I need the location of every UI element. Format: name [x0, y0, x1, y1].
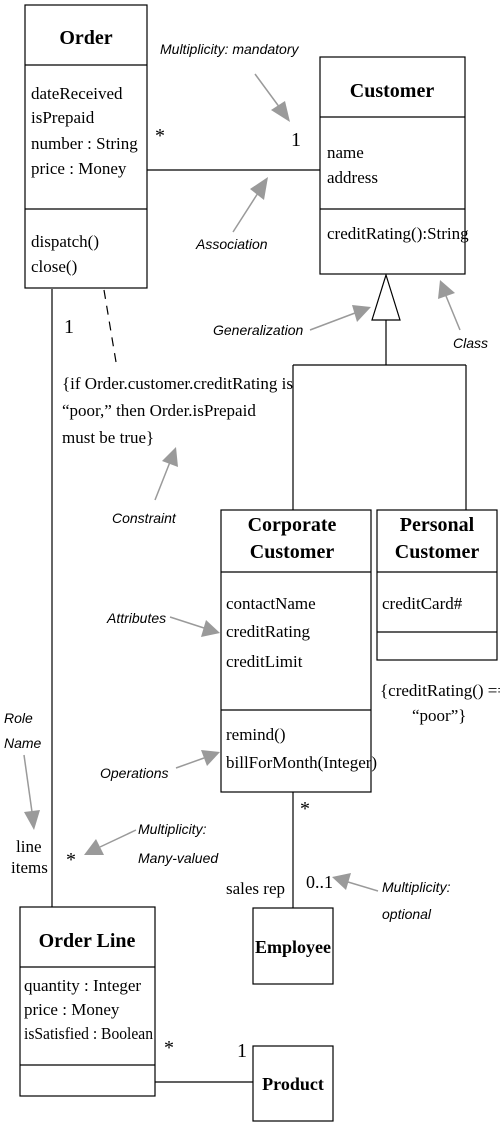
annotation-operations: Operations [100, 765, 168, 781]
class-order-attribute: price : Money [31, 159, 127, 178]
class-order-line-attribute: price : Money [24, 1000, 120, 1019]
class-customer-name: Customer [350, 80, 435, 102]
class-customer-attribute: name [327, 143, 364, 162]
class-personal-customer-name: Personal [400, 514, 475, 536]
multiplicity-orderline-product-product-end: 1 [237, 1040, 247, 1062]
annotation-pointer-constraint [154, 447, 178, 501]
annotation-constraint: Constraint [112, 510, 177, 526]
class-product[interactable]: Product [252, 1045, 334, 1122]
multiplicity-order-customer-order-end: * [155, 125, 165, 147]
class-employee[interactable]: Employee [252, 907, 334, 985]
annotation-role-name: Role [4, 710, 33, 726]
class-customer[interactable]: Customer name address creditRating():Str… [319, 56, 469, 275]
class-order-attribute: dateReceived [31, 84, 123, 103]
annotation-generalization: Generalization [213, 322, 303, 338]
class-order-attribute: number : String [31, 134, 138, 153]
annotation-role-name: Name [4, 735, 42, 751]
role-name-line-items: line [16, 837, 42, 856]
annotation-pointer-role-name [23, 754, 40, 830]
class-order-operation: close() [31, 257, 77, 276]
class-corporate-customer-attribute: creditRating [226, 622, 311, 641]
class-corporate-customer-attribute: contactName [226, 594, 316, 613]
multiplicity-order-customer-customer-end: 1 [291, 129, 301, 151]
class-customer-operation: creditRating():String [327, 224, 469, 243]
annotation-multiplicity-optional: optional [382, 906, 432, 922]
annotation-attributes: Attributes [106, 610, 166, 626]
constraint-order-text: must be true} [62, 428, 154, 447]
annotation-pointer-attributes [169, 616, 220, 637]
constraint-order-text: “poor,” then Order.isPrepaid [62, 401, 256, 420]
class-order-line[interactable]: Order Line quantity : Integer price : Mo… [19, 906, 156, 1097]
annotation-multiplicity-optional: Multiplicity: [382, 879, 451, 895]
annotation-pointer-multiplicity-mandatory [254, 73, 290, 122]
class-order-line-name: Order Line [39, 930, 136, 952]
annotation-association: Association [195, 236, 268, 252]
class-order-name: Order [59, 27, 112, 49]
class-order-line-attribute: isSatisfied : Boolean [24, 1024, 153, 1043]
multiplicity-corporate-employee-employee-end: 0..1 [306, 872, 333, 892]
class-employee-name: Employee [255, 937, 331, 957]
class-product-name: Product [262, 1074, 324, 1094]
annotation-pointer-multiplicity-optional [332, 873, 379, 892]
class-corporate-customer-name: Customer [250, 541, 335, 563]
generalization-connector [292, 318, 467, 510]
class-order-line-attribute: quantity : Integer [24, 976, 141, 995]
annotation-multiplicity-many: Multiplicity: [138, 821, 207, 837]
multiplicity-corporate-employee-corporate-end: * [300, 798, 310, 820]
class-corporate-customer-operation: billForMonth(Integer) [226, 753, 377, 772]
class-personal-customer[interactable]: Personal Customer creditCard# [376, 509, 498, 661]
annotation-pointer-generalization [309, 305, 371, 331]
role-name-sales-rep: sales rep [226, 879, 285, 898]
class-personal-customer-attribute: creditCard# [382, 594, 463, 613]
multiplicity-order-orderline-order-end: 1 [64, 316, 74, 338]
annotation-multiplicity-many: Many-valued [138, 850, 219, 866]
annotation-multiplicity-mandatory: Multiplicity: mandatory [160, 41, 299, 57]
annotation-pointer-class [438, 280, 461, 331]
multiplicity-order-orderline-line-end: * [66, 849, 76, 871]
annotation-pointer-multiplicity-many [84, 829, 137, 855]
class-order-attribute: isPrepaid [31, 108, 95, 127]
annotation-pointer-association [232, 177, 268, 233]
annotation-class: Class [453, 335, 488, 351]
class-corporate-customer-name: Corporate [248, 514, 337, 536]
multiplicity-orderline-product-line-end: * [164, 1037, 174, 1059]
role-name-line-items: items [11, 858, 48, 877]
class-corporate-customer-operation: remind() [226, 725, 285, 744]
constraint-personal-text: “poor”} [412, 706, 466, 725]
annotation-pointer-operations [175, 750, 220, 769]
generalization-triangle [371, 272, 401, 321]
class-corporate-customer-attribute: creditLimit [226, 652, 303, 671]
class-corporate-customer[interactable]: Corporate Customer contactName creditRat… [220, 509, 377, 793]
constraint-dashed-line [103, 289, 118, 369]
constraint-order-text: {if Order.customer.creditRating is [62, 374, 293, 393]
class-order[interactable]: Order dateReceived isPrepaid number : St… [24, 4, 148, 289]
class-customer-attribute: address [327, 168, 378, 187]
class-personal-customer-name: Customer [395, 541, 480, 563]
constraint-personal-text: {creditRating() == [380, 681, 500, 700]
class-order-operation: dispatch() [31, 232, 99, 251]
